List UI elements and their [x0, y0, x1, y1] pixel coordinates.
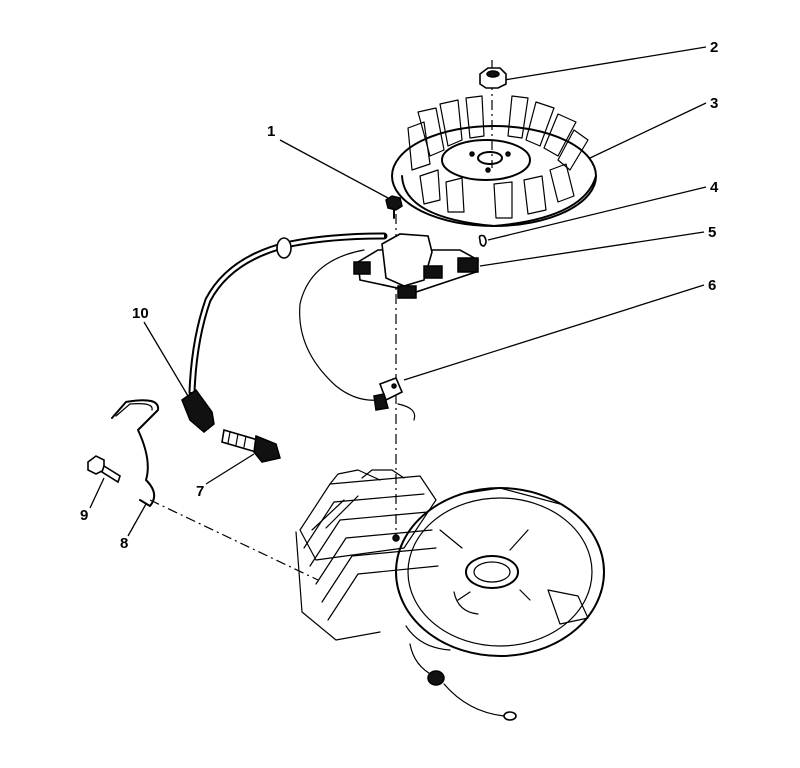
crankcase-lug: [547, 589, 589, 625]
leader-4: [487, 186, 707, 241]
ground-wire-tail: [397, 403, 416, 421]
crankshaft-bore: [473, 561, 511, 583]
coil-leg-right: [457, 257, 479, 273]
callout-5: 5: [708, 224, 716, 241]
spark-plug-hex: [253, 434, 281, 463]
leader-2: [503, 46, 707, 81]
flywheel-key: [478, 234, 487, 247]
stop-switch-wire: [409, 643, 517, 721]
clip-jaw: [373, 393, 389, 411]
callout-8: 8: [120, 535, 128, 552]
flywheel-fins: [407, 95, 589, 219]
callout-1: 1: [267, 123, 275, 140]
callout-10: 10: [132, 305, 149, 322]
hub-hole: [505, 151, 511, 157]
screw-head: [385, 195, 403, 211]
leader-6: [403, 284, 705, 381]
coil-leg-left: [353, 261, 371, 275]
crankcase-boss: [453, 591, 479, 615]
stop-wire-lower: [443, 683, 505, 717]
coil-leg-mid: [423, 265, 443, 279]
flywheel-hub-plate: [441, 139, 531, 181]
leader-5: [479, 231, 705, 267]
cylinder-cooling-fins: [295, 469, 439, 641]
wire-terminal: [503, 711, 517, 721]
leader-10: [143, 321, 189, 397]
flywheel: [391, 95, 597, 227]
crankcase-ribs: [439, 529, 531, 601]
flywheel-base-edge: [401, 175, 597, 227]
ground-clip: [373, 376, 404, 411]
leader-1: [279, 139, 389, 199]
lead-wire: [188, 232, 388, 396]
coil-screw: [385, 195, 403, 219]
callout-6: 6: [708, 277, 716, 294]
spark-plug-threads: [221, 428, 259, 454]
hub-hole: [469, 151, 475, 157]
lead-grommet: [276, 237, 292, 259]
hub-hole: [485, 167, 491, 173]
callout-7: 7: [196, 483, 204, 500]
flywheel-nut: [479, 67, 507, 89]
nut-bore: [486, 70, 500, 78]
callout-4: 4: [710, 179, 719, 196]
control-bracket-loop: [115, 403, 153, 417]
crankcase-inner: [407, 497, 593, 647]
coil-mount-boss: [392, 534, 400, 542]
lead-wire-highlight: [190, 234, 385, 393]
callout-3: 3: [710, 95, 718, 112]
spark-plug-boot: [181, 388, 215, 433]
coil-leg-center: [397, 285, 417, 299]
engine-block: [295, 469, 605, 657]
callout-2: 2: [710, 39, 718, 56]
wire-grommet: [427, 670, 445, 686]
crankshaft-seal: [465, 555, 519, 589]
flywheel-hub-bore: [477, 151, 503, 165]
clip-hole: [391, 383, 397, 389]
ground-wire: [299, 249, 416, 421]
bolt-thread: [101, 464, 121, 484]
leader-9: [89, 477, 105, 509]
crankcase-top-lip: [459, 487, 561, 505]
bracket-mounting-line: [149, 499, 319, 581]
leader-lines: [89, 46, 707, 537]
stop-wire-upper: [409, 643, 435, 677]
crankcase-outer: [395, 487, 605, 657]
ignition-coil: [353, 233, 479, 299]
control-wire-bracket: [111, 399, 160, 507]
leader-3: [589, 102, 707, 159]
leader-7: [205, 453, 255, 485]
callout-labels: 1 2 3 4 5 6 7 8 9 10: [80, 39, 719, 552]
spark-plug: [221, 428, 281, 463]
leader-8: [127, 503, 147, 537]
spark-plug-lead: [181, 232, 388, 433]
crankcase-lower-lip: [405, 625, 451, 651]
callout-9: 9: [80, 507, 88, 524]
ground-wire-path: [299, 249, 379, 401]
bracket-bolt: [87, 455, 121, 484]
